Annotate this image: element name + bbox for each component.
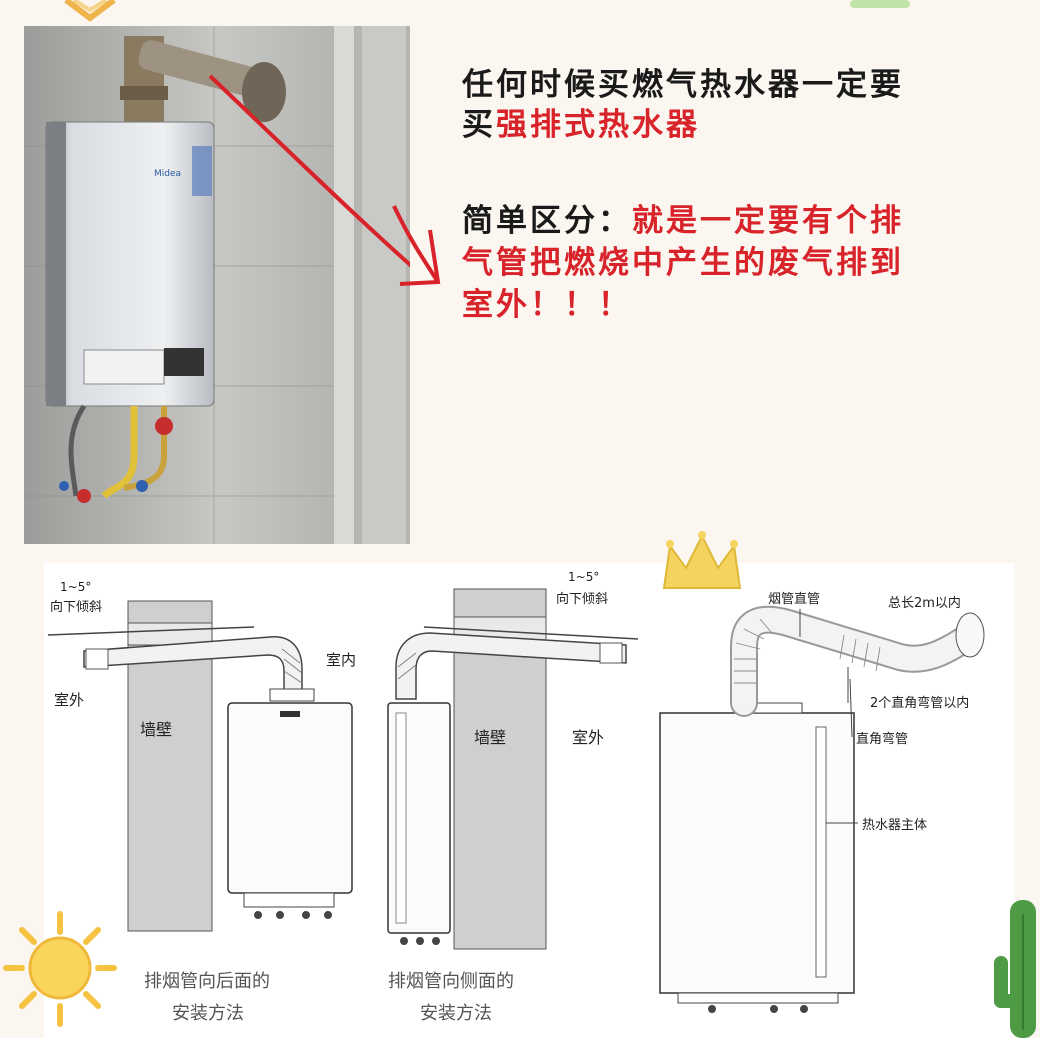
total-length-label: 总长2m以内 — [888, 595, 961, 611]
elbow-label: 直角弯管 — [856, 731, 908, 747]
red-arrow-icon — [392, 205, 441, 286]
heater-body-diagram: 烟管直管 总长2m以内 2个直角弯管以内 直角弯管 热水器主体 — [659, 592, 985, 1013]
mid-caption-line-1: 排烟管向侧面的 — [388, 971, 514, 992]
installation-diagram: 1~5° 向下倾斜 室内 室外 墙壁 排烟管向后面的 安装方法 1~5° 向下倾… — [47, 570, 985, 1024]
note-line-3-highlight: 就是一定要有个排 — [632, 203, 904, 239]
left-caption-line-2: 安装方法 — [172, 1003, 244, 1024]
left-slope-label: 向下倾斜 — [50, 599, 102, 615]
left-outdoor-label: 室外 — [54, 691, 84, 709]
note-line-3: 简单区分：就是一定要有个排 — [462, 202, 904, 240]
mid-wall-label: 墙壁 — [474, 728, 506, 747]
photo-brand-label: Midea — [154, 169, 181, 179]
water-heater-photo-art: Midea — [24, 26, 410, 544]
side-install-diagram: 1~5° 向下倾斜 墙壁 室外 排烟管向侧面的 安装方法 — [387, 570, 639, 1024]
left-wall-label: 墙壁 — [140, 720, 172, 739]
cactus-icon — [994, 900, 1036, 1038]
heater-body-label: 热水器主体 — [862, 818, 927, 833]
straight-pipe-label: 烟管直管 — [768, 592, 820, 607]
mid-angle-label: 1~5° — [568, 570, 599, 584]
note-highlight-strong-exhaust: 强排式热水器 — [496, 107, 700, 143]
note-line-3-prefix: 简单区分： — [462, 203, 632, 239]
mid-outdoor-label: 室外 — [572, 728, 604, 747]
mid-slope-label: 向下倾斜 — [556, 591, 608, 607]
left-caption-line-1: 排烟管向后面的 — [144, 971, 270, 992]
note-line-2-prefix: 买 — [462, 107, 496, 143]
mid-caption-line-2: 安装方法 — [420, 1003, 492, 1024]
note-line-4: 气管把燃烧中产生的废气排到 — [462, 245, 904, 281]
rear-install-diagram: 1~5° 向下倾斜 室内 室外 墙壁 排烟管向后面的 安装方法 — [47, 580, 356, 1024]
crown-icon — [662, 531, 742, 589]
left-angle-label: 1~5° — [60, 580, 91, 594]
water-heater-photo: Midea — [24, 26, 410, 544]
sun-icon — [3, 911, 117, 1027]
note-line-2: 买强排式热水器 — [462, 106, 700, 144]
note-line-5: 室外！！！ — [462, 287, 632, 323]
elbow-limit-label: 2个直角弯管以内 — [870, 695, 969, 711]
top-ribbon-icon — [64, 0, 116, 22]
left-indoor-label: 室内 — [326, 651, 356, 669]
note-line-1: 任何时候买燃气热水器一定要 — [462, 67, 904, 103]
top-leaf-icon — [850, 0, 910, 8]
